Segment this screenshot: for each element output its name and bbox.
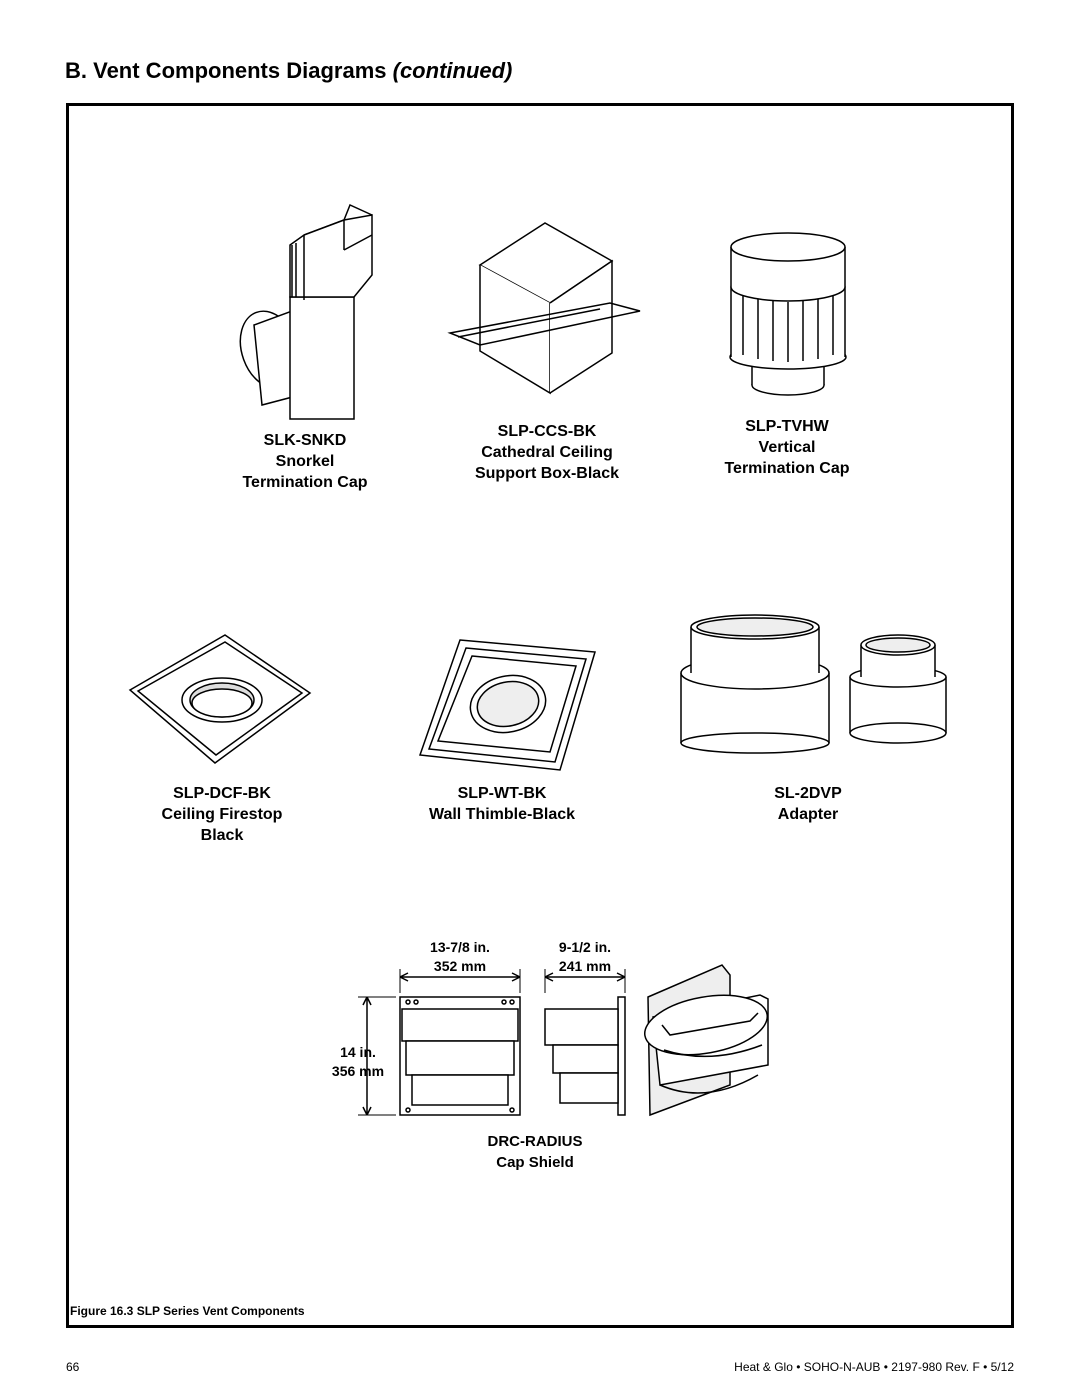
document-footer: Heat & Glo • SOHO-N-AUB • 2197-980 Rev. … <box>734 1360 1014 1374</box>
page-number: 66 <box>66 1360 80 1374</box>
adapter-drawing <box>676 615 951 755</box>
vertical-termination-cap-drawing <box>728 247 848 397</box>
part-description: Adapter <box>777 806 839 823</box>
part-code: SLK-SNKD <box>263 432 347 449</box>
part-description: Vertical <box>758 439 816 456</box>
part-description: Wall Thimble-Black <box>428 806 576 823</box>
slp-wt-bk-label: SLP-WT-BK Wall Thimble-Black <box>402 783 602 825</box>
wall-thimble-drawing <box>420 640 595 770</box>
sl-2dvp-label: SL-2DVP Adapter <box>708 783 908 825</box>
slp-ccs-bk-label: SLP-CCS-BK Cathedral Ceiling Support Box… <box>447 421 647 484</box>
cathedral-ceiling-support-box-drawing <box>450 223 640 403</box>
width-dimension: 13-7/8 in. 352 mm <box>430 939 490 974</box>
part-description: Cathedral Ceiling <box>481 444 613 461</box>
cap-shield-dimension-drawing <box>350 965 780 1125</box>
part-code: DRC-RADIUS <box>487 1133 583 1150</box>
part-description: Ceiling Firestop <box>161 806 283 823</box>
part-description: Black <box>200 827 244 844</box>
section-heading: B. Vent Components Diagrams (continued) <box>65 58 513 83</box>
part-description: Support Box-Black <box>474 465 619 482</box>
part-code: SLP-TVHW <box>745 418 829 435</box>
part-code: SLP-CCS-BK <box>497 423 597 440</box>
snorkel-termination-cap-drawing <box>232 205 382 425</box>
part-code: SLP-WT-BK <box>457 785 547 802</box>
part-description: Snorkel <box>275 453 335 470</box>
slp-tvhw-label: SLP-TVHW Vertical Termination Cap <box>687 416 887 479</box>
slp-dcf-bk-label: SLP-DCF-BK Ceiling Firestop Black <box>122 783 322 846</box>
depth-dimension: 9-1/2 in. 241 mm <box>558 939 612 974</box>
figure-frame <box>66 103 1014 1328</box>
part-code: SLP-DCF-BK <box>173 785 271 802</box>
part-description: Termination Cap <box>242 474 368 491</box>
drc-radius-label: DRC-RADIUS Cap Shield <box>435 1131 635 1173</box>
figure-caption: Figure 16.3 SLP Series Vent Components <box>70 1304 305 1318</box>
part-description: Cap Shield <box>496 1154 574 1171</box>
part-code: SL-2DVP <box>774 785 842 802</box>
part-description: Termination Cap <box>724 460 850 477</box>
ceiling-firestop-drawing <box>130 635 310 765</box>
slk-snkd-label: SLK-SNKD Snorkel Termination Cap <box>205 430 405 493</box>
